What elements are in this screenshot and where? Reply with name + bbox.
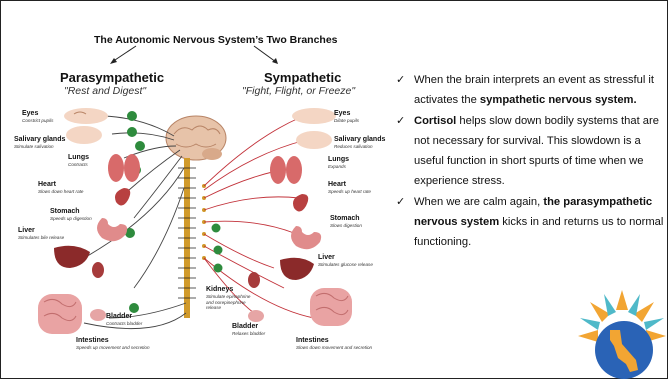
effect-heart-symp: Speeds up heart rate xyxy=(328,189,371,194)
label-liver-symp: Liver xyxy=(318,254,335,261)
effect-eyes-symp: Dilate pupils xyxy=(334,118,359,123)
effect-liver-symp: Stimulates glucose release xyxy=(318,262,373,267)
label-lungs-para: Lungs xyxy=(68,154,89,161)
label-stomach-para: Stomach xyxy=(50,208,80,215)
bullet-list: ✓When the brain interprets an event as s… xyxy=(396,70,666,253)
stomach-right-icon xyxy=(291,226,321,249)
effect-salivary-para: Stimulate salivation xyxy=(14,144,54,149)
effect-bladder-symp: Relaxes bladder xyxy=(232,331,265,336)
bullet-item: ✓When we are calm again, the parasympath… xyxy=(396,192,666,253)
checkmark-icon: ✓ xyxy=(396,192,405,212)
face-left-icon xyxy=(64,108,108,124)
label-liver-para: Liver xyxy=(18,227,35,234)
parasympathetic-ganglia xyxy=(125,111,145,313)
bullet-bold: sympathetic nervous system. xyxy=(480,94,637,106)
effect-lungs-symp: Expands xyxy=(328,164,346,169)
ans-diagram: The Autonomic Nervous System’s Two Branc… xyxy=(14,18,386,358)
diagram-title: The Autonomic Nervous System’s Two Branc… xyxy=(94,34,338,46)
parasympathetic-tagline: "Rest and Digest" xyxy=(64,85,146,97)
label-kidneys-symp: Kidneys xyxy=(206,286,233,293)
intestines-left-icon xyxy=(38,294,82,334)
bladder-right-icon xyxy=(248,310,264,322)
label-salivary-symp: Salivary glands xyxy=(334,136,385,143)
diagram-illustration xyxy=(14,18,386,358)
label-intestines-symp: Intestines xyxy=(296,337,329,344)
label-heart-para: Heart xyxy=(38,181,56,188)
effect-bladder-para: Contracts bladder xyxy=(106,321,142,326)
cerebellum-icon xyxy=(202,148,222,160)
effect-eyes-para: Constrict pupils xyxy=(22,118,53,123)
stomach-left-icon xyxy=(97,218,127,241)
effect-kidneys-symp: Stimulate epinephrine and norepinephrine… xyxy=(206,294,252,311)
arrow-right xyxy=(254,46,276,62)
liver-right-icon xyxy=(280,258,314,280)
effect-intestines-symp: Slows down movement and secretion xyxy=(296,345,372,350)
effect-stomach-para: Speeds up digestion xyxy=(50,216,92,221)
california-logo-icon xyxy=(576,288,668,379)
sympathetic-tagline: "Fight, Flight, or Freeze" xyxy=(242,85,355,97)
checkmark-icon: ✓ xyxy=(396,70,405,90)
lung-left-icon xyxy=(108,154,124,182)
label-intestines-para: Intestines xyxy=(76,337,109,344)
sympathetic-heading: Sympathetic xyxy=(264,70,341,85)
label-bladder-para: Bladder xyxy=(106,313,132,320)
effect-lungs-para: Contracts xyxy=(68,162,88,167)
bullet-item: ✓Cortisol helps slow down bodily systems… xyxy=(396,111,666,192)
liver-left-icon xyxy=(54,246,90,268)
heart-right-icon xyxy=(293,194,308,212)
effect-stomach-symp: Slows digestion xyxy=(330,223,362,228)
bladder-left-icon xyxy=(90,309,106,321)
label-eyes-symp: Eyes xyxy=(334,110,350,117)
label-salivary-para: Salivary glands xyxy=(14,136,65,143)
salivary-right-icon xyxy=(296,131,332,149)
salivary-left-icon xyxy=(66,126,102,144)
arrow-right-head xyxy=(272,58,278,64)
label-stomach-symp: Stomach xyxy=(330,215,360,222)
effect-intestines-para: Speeds up movement and secretion xyxy=(76,345,150,350)
arrow-left xyxy=(112,46,136,62)
face-right-icon xyxy=(292,108,336,124)
lung-right-icon xyxy=(270,156,286,184)
bullet-bold: Cortisol xyxy=(414,115,456,127)
label-bladder-symp: Bladder xyxy=(232,323,258,330)
bullet-item: ✓When the brain interprets an event as s… xyxy=(396,70,666,111)
parasympathetic-heading: Parasympathetic xyxy=(60,70,164,85)
bullet-text: When we are calm again, xyxy=(414,196,543,208)
label-lungs-symp: Lungs xyxy=(328,156,349,163)
kidney-right-icon xyxy=(248,272,260,288)
kidney-left-icon xyxy=(92,262,104,278)
checkmark-icon: ✓ xyxy=(396,111,405,131)
effect-heart-para: Slows down heart rate xyxy=(38,189,83,194)
effect-liver-para: Stimulates bile release xyxy=(18,235,64,240)
intestines-right-icon xyxy=(310,288,352,326)
effect-salivary-symp: Reduces salivation xyxy=(334,144,373,149)
label-eyes-para: Eyes xyxy=(22,110,38,117)
label-heart-symp: Heart xyxy=(328,181,346,188)
heart-left-icon xyxy=(115,188,130,206)
